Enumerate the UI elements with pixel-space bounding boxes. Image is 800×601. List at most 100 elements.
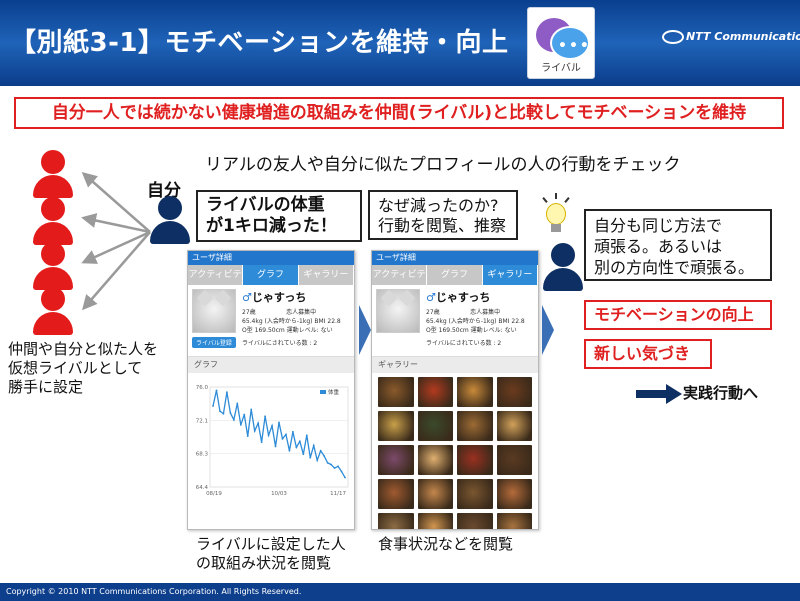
screen-tabs: アクティビティ グラフ ギャラリー bbox=[188, 265, 354, 300]
rival-person-icon bbox=[33, 242, 73, 290]
weight-data-point bbox=[264, 415, 267, 418]
tab-activity[interactable]: アクティビティ bbox=[372, 265, 428, 300]
meal-photo-thumb[interactable] bbox=[378, 445, 414, 475]
y-tick-label: 64.4 bbox=[196, 485, 209, 491]
rival-caption: 仲間や自分と似た人を 仮想ライバルとして 勝手に設定 bbox=[8, 340, 159, 396]
meal-photo-thumb[interactable] bbox=[417, 513, 453, 529]
weight-data-point bbox=[236, 402, 239, 405]
self-person-icon bbox=[543, 243, 583, 291]
meal-photo-thumb[interactable] bbox=[417, 411, 453, 441]
meal-photo-thumb[interactable] bbox=[496, 513, 532, 529]
meal-photo-thumb[interactable] bbox=[496, 445, 532, 475]
weight-data-point bbox=[344, 476, 346, 479]
profile-height: O型 169.50cm 運動レベル: ない bbox=[242, 327, 333, 334]
y-tick-label: 72.1 bbox=[196, 419, 208, 425]
weight-data-point bbox=[337, 465, 339, 468]
weight-data-point bbox=[323, 455, 326, 457]
meal-photo-thumb[interactable] bbox=[457, 513, 493, 529]
weight-data-point bbox=[330, 463, 333, 466]
weight-data-point bbox=[305, 434, 308, 437]
meal-photo-thumb[interactable] bbox=[378, 411, 414, 441]
profile-name: ♂じゃすっち bbox=[426, 291, 491, 304]
ntt-logo-icon bbox=[662, 30, 684, 44]
meal-photo-thumb[interactable] bbox=[457, 445, 493, 475]
weight-data-point bbox=[219, 410, 221, 413]
chevron-right-icon bbox=[542, 305, 554, 355]
profile-height: O型 169.50cm 運動レベル: ない bbox=[426, 327, 517, 334]
screen-header: ユーザ詳細 bbox=[372, 251, 538, 265]
weight-data-point bbox=[271, 424, 273, 427]
meal-photo-thumb[interactable] bbox=[457, 479, 493, 509]
weight-data-point bbox=[225, 391, 228, 394]
app-icon-label: ライバル bbox=[541, 63, 581, 74]
weight-data-point bbox=[319, 449, 322, 452]
footer: Copyright © 2010 NTT Communications Corp… bbox=[0, 583, 800, 601]
screen-tabs: アクティビティ グラフ ギャラリー bbox=[372, 265, 538, 300]
new-insight-tag: 新しい気づき bbox=[584, 339, 712, 369]
weight-data-point bbox=[312, 444, 315, 447]
brand-logo: NTT Communications bbox=[662, 30, 800, 44]
meal-photo-thumb[interactable] bbox=[457, 411, 493, 441]
weight-data-point bbox=[333, 467, 336, 469]
self-person-icon bbox=[150, 196, 190, 244]
graph-caption: ライバルに設定した人 の取組み状況を閲覧 bbox=[196, 535, 346, 572]
weight-data-point bbox=[274, 445, 277, 448]
section-label: ギャラリー bbox=[372, 357, 538, 373]
motivation-tag: モチベーションの向上 bbox=[584, 300, 772, 330]
meal-photo-thumb[interactable] bbox=[496, 411, 532, 441]
weight-data-point bbox=[250, 408, 253, 411]
male-icon: ♂ bbox=[242, 291, 252, 304]
weight-data-point bbox=[246, 435, 249, 438]
meal-gallery bbox=[372, 373, 538, 529]
profile-card: ♂じゃすっち 27歳 恋人募集中 65.4kg (入会時から-1kg) BMI … bbox=[372, 285, 538, 357]
meal-photo-thumb[interactable] bbox=[496, 377, 532, 407]
legend-label: 体重 bbox=[328, 388, 340, 396]
weight-data-point bbox=[232, 418, 235, 421]
weight-data-point bbox=[267, 434, 270, 437]
profile-age: 27歳 恋人募集中 bbox=[242, 309, 317, 316]
tab-activity[interactable]: アクティビティ bbox=[188, 265, 244, 300]
meal-photo-thumb[interactable] bbox=[378, 513, 414, 529]
rival-register-button[interactable]: ライバル登録 bbox=[192, 337, 236, 348]
meal-photo-thumb[interactable] bbox=[417, 479, 453, 509]
connection-arrows bbox=[81, 172, 151, 311]
profile-name: ♂じゃすっち bbox=[242, 291, 307, 304]
weight-data-point bbox=[295, 446, 298, 449]
tab-graph[interactable]: グラフ bbox=[427, 265, 483, 285]
section-label: グラフ bbox=[188, 357, 354, 373]
meal-photo-thumb[interactable] bbox=[496, 479, 532, 509]
action-label: 実践行動へ bbox=[683, 384, 759, 402]
rival-person-icon bbox=[33, 287, 73, 335]
lightbulb-icon bbox=[542, 193, 570, 239]
speech-box-plan: 自分も同じ方法で 頑張る。あるいは 別の方向性で頑張る。 bbox=[584, 209, 772, 281]
page-title: 【別紙3-1】モチベーションを維持・向上 bbox=[10, 28, 509, 58]
tab-gallery[interactable]: ギャラリー bbox=[482, 265, 538, 285]
weight-data-point bbox=[326, 461, 329, 464]
avatar bbox=[192, 289, 236, 333]
weight-data-point bbox=[278, 421, 280, 424]
weight-data-point bbox=[309, 456, 312, 459]
profile-rival-count: ライバルにされている数 : 2 bbox=[242, 340, 318, 347]
male-icon: ♂ bbox=[426, 291, 436, 304]
headline-banner: 自分一人では続かない健康増進の取組みを仲間(ライバル)と比較してモチベーションを… bbox=[14, 97, 784, 129]
rival-app-icon: ••• ライバル bbox=[527, 7, 595, 79]
weight-data-point bbox=[257, 422, 260, 425]
meal-photo-thumb[interactable] bbox=[378, 377, 414, 407]
tab-gallery[interactable]: ギャラリー bbox=[298, 265, 354, 285]
weight-data-point bbox=[260, 441, 263, 444]
meal-photo-thumb[interactable] bbox=[417, 377, 453, 407]
avatar bbox=[376, 289, 420, 333]
weight-data-point bbox=[239, 424, 242, 426]
weight-data-point bbox=[288, 449, 291, 452]
arrow-right-icon bbox=[636, 384, 682, 404]
meal-photo-thumb[interactable] bbox=[378, 479, 414, 509]
meal-photo-thumb[interactable] bbox=[417, 445, 453, 475]
profile-age: 27歳 恋人募集中 bbox=[426, 309, 501, 316]
tab-graph[interactable]: グラフ bbox=[243, 265, 299, 285]
rival-person-icon bbox=[33, 150, 73, 198]
meal-photo-thumb[interactable] bbox=[457, 377, 493, 407]
gallery-caption: 食事状況などを閲覧 bbox=[378, 535, 514, 553]
section-subtitle: リアルの友人や自分に似たプロフィールの人の行動をチェック bbox=[205, 155, 681, 175]
